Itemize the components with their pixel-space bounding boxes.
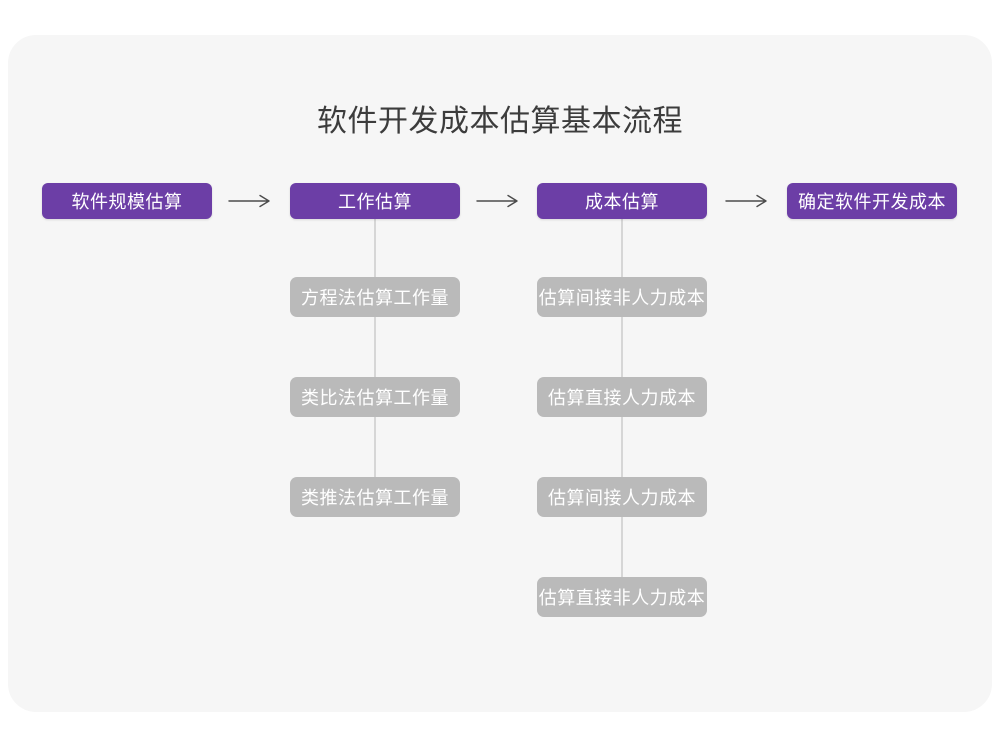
- arrow-right-icon: [228, 194, 270, 208]
- sub-step-analogy-method: 类比法估算工作量: [290, 377, 460, 417]
- sub-step-direct-labor-cost: 估算直接人力成本: [537, 377, 707, 417]
- arrow-right-icon: [725, 194, 767, 208]
- sub-step-extrapolation-method: 类推法估算工作量: [290, 477, 460, 517]
- flow-step-final-cost: 确定软件开发成本: [787, 183, 957, 219]
- sub-step-equation-method: 方程法估算工作量: [290, 277, 460, 317]
- sub-step-indirect-nonlabor-cost: 估算间接非人力成本: [537, 277, 707, 317]
- arrow-right-icon: [476, 194, 518, 208]
- sub-step-direct-nonlabor-cost: 估算直接非人力成本: [537, 577, 707, 617]
- flow-step-effort-estimation: 工作估算: [290, 183, 460, 219]
- diagram-card: [8, 35, 992, 712]
- diagram-title: 软件开发成本估算基本流程: [317, 105, 683, 138]
- sub-step-indirect-labor-cost: 估算间接人力成本: [537, 477, 707, 517]
- connector-line-effort-chain: [374, 219, 376, 497]
- flow-step-cost-estimation: 成本估算: [537, 183, 707, 219]
- flow-step-scale-estimation: 软件规模估算: [42, 183, 212, 219]
